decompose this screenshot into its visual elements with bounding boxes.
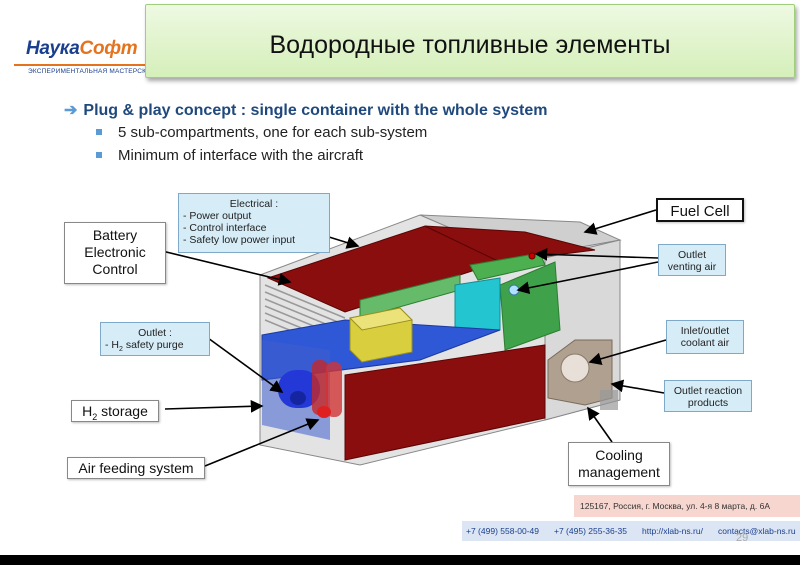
logo-underline bbox=[14, 64, 152, 66]
arrow-icon: ➔ bbox=[64, 102, 78, 119]
company-logo: НаукаСофт ЭКСПЕРИМЕНТАЛЬНАЯ МАСТЕРСКАЯ bbox=[14, 34, 156, 84]
battery-electronic-control-label: Battery Electronic Control bbox=[64, 222, 166, 284]
square-bullet-icon bbox=[96, 129, 102, 135]
title-banner: Водородные топливные элементы bbox=[145, 4, 795, 78]
bullet-item: Minimum of interface with the aircraft bbox=[64, 147, 764, 170]
fuel-cell-label: Fuel Cell bbox=[656, 198, 744, 222]
logo-subtitle: ЭКСПЕРИМЕНТАЛЬНАЯ МАСТЕРСКАЯ bbox=[28, 68, 156, 75]
cooling-management-label: Cooling management bbox=[568, 442, 670, 486]
outlet-venting-air-callout: Outlet venting air bbox=[658, 244, 726, 276]
container-diagram bbox=[157, 209, 667, 467]
outlet-purge-callout: Outlet : - H2 safety purge bbox=[100, 322, 210, 356]
bullet-item: 5 sub-compartments, one for each sub-sys… bbox=[64, 124, 764, 147]
bullet-list: ➔Plug & play concept : single container … bbox=[64, 100, 764, 170]
logo-name: НаукаСофт bbox=[26, 38, 138, 59]
footer-email-link[interactable]: contacts@xlab-ns.ru bbox=[718, 526, 796, 536]
footer-phone-2: +7 (495) 255-36-35 bbox=[554, 526, 628, 536]
square-bullet-icon bbox=[96, 152, 102, 158]
front-panel bbox=[344, 344, 546, 461]
footer-address: 125167, Россия, г. Москва, ул. 4-я 8 мар… bbox=[574, 495, 800, 517]
inlet-outlet-coolant-callout: Inlet/outlet coolant air bbox=[666, 320, 744, 354]
air-cylinders bbox=[312, 360, 342, 418]
top-panel-right bbox=[424, 225, 596, 263]
footer-phone-1: +7 (499) 558-00-49 bbox=[466, 526, 540, 536]
footer-website-link[interactable]: http://xlab-ns.ru/ bbox=[642, 526, 703, 536]
h2-tank bbox=[278, 370, 320, 408]
page-number: 29 bbox=[736, 532, 749, 544]
outlet-pipe-top bbox=[528, 252, 536, 260]
footer-contacts: +7 (499) 558-00-49 +7 (495) 255-36-35 ht… bbox=[462, 521, 800, 541]
outlet-pipe-side bbox=[508, 284, 520, 296]
h2-storage-label: H2 storage bbox=[71, 400, 159, 422]
bottom-bar bbox=[0, 555, 800, 565]
electrical-callout: Electrical : - Power output - Control in… bbox=[178, 193, 330, 253]
green-compartment-top bbox=[469, 252, 546, 281]
electronics-box-top bbox=[348, 307, 414, 331]
footer: 125167, Россия, г. Москва, ул. 4-я 8 мар… bbox=[462, 495, 800, 555]
bullet-heading: ➔Plug & play concept : single container … bbox=[64, 102, 548, 119]
air-feeding-system-label: Air feeding system bbox=[67, 457, 205, 479]
outlet-reaction-products-callout: Outlet reaction products bbox=[664, 380, 752, 412]
slide-title: Водородные топливные элементы bbox=[269, 31, 671, 59]
